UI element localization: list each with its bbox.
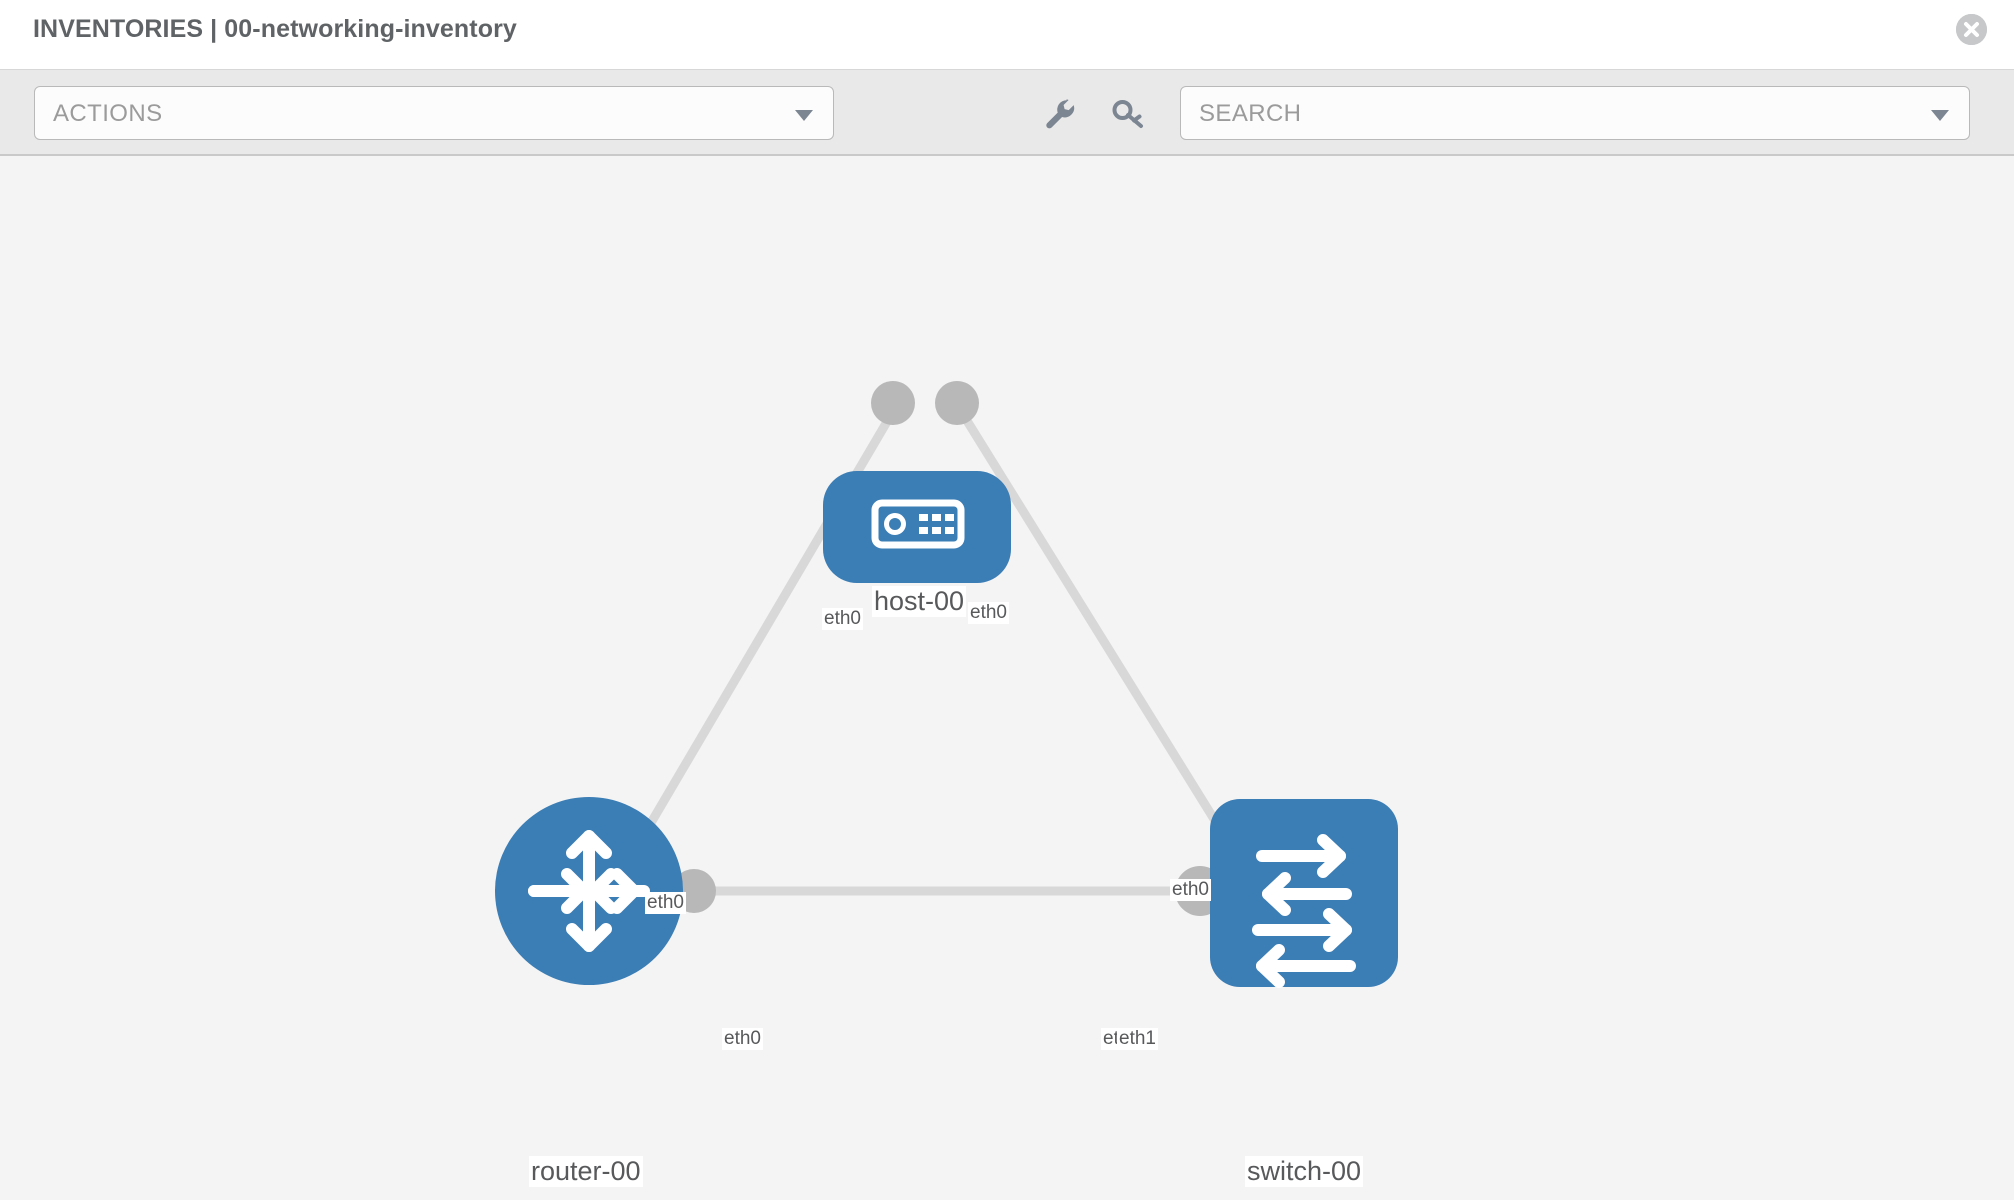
iface-nub-host-left[interactable] bbox=[871, 381, 915, 425]
router-arrows-icon bbox=[528, 830, 650, 952]
node-host-00[interactable] bbox=[823, 471, 1011, 583]
topology-graph bbox=[495, 381, 1398, 988]
iface-label-switch-left: eth1 bbox=[1117, 1028, 1158, 1050]
link-host-switch[interactable] bbox=[952, 400, 1244, 864]
iface-label-host-right: eth0 bbox=[968, 602, 1009, 624]
toolbar: ACTIONS bbox=[0, 70, 2014, 156]
iface-nub-host-right[interactable] bbox=[935, 381, 979, 425]
chevron-down-icon bbox=[795, 110, 813, 121]
server-icon bbox=[871, 499, 965, 549]
search-input[interactable] bbox=[1197, 87, 1901, 141]
node-label-switch-00: switch-00 bbox=[1245, 1156, 1364, 1188]
node-switch-00[interactable] bbox=[1210, 799, 1398, 988]
close-icon[interactable] bbox=[1956, 14, 1987, 45]
chevron-down-icon[interactable] bbox=[1931, 110, 1949, 121]
wrench-icon[interactable] bbox=[1042, 96, 1078, 132]
iface-label-switch-up: eth0 bbox=[1170, 879, 1211, 901]
node-host-00-shape[interactable] bbox=[823, 471, 1011, 583]
page-header: INVENTORIES | 00-networking-inventory bbox=[0, 0, 2014, 70]
actions-dropdown-label: ACTIONS bbox=[53, 100, 163, 127]
node-label-host-00: host-00 bbox=[872, 586, 967, 618]
key-icon[interactable] bbox=[1110, 96, 1146, 132]
node-router-00[interactable] bbox=[495, 797, 683, 985]
iface-label-router-up: eth0 bbox=[645, 892, 686, 914]
topology-canvas[interactable]: host-00 router-00 switch-00 eth0 eth0 et… bbox=[0, 156, 2014, 1200]
topology-interface-nubs bbox=[672, 381, 1265, 916]
node-label-router-00: router-00 bbox=[529, 1156, 643, 1188]
page-title: INVENTORIES | 00-networking-inventory bbox=[33, 15, 517, 43]
iface-label-host-left: eth0 bbox=[822, 608, 863, 630]
iface-label-router-right: eth0 bbox=[722, 1028, 763, 1050]
actions-dropdown[interactable]: ACTIONS bbox=[34, 86, 834, 140]
search-box[interactable] bbox=[1180, 86, 1970, 141]
switch-arrows-icon bbox=[1252, 834, 1356, 988]
